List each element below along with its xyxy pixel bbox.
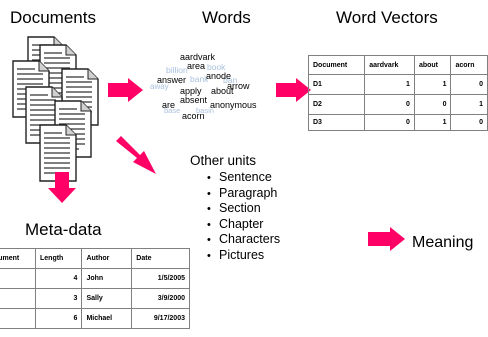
bullet-icon: • xyxy=(207,249,211,262)
table-cell: 1/5/2005 xyxy=(131,268,190,289)
table-cell: D2 xyxy=(307,94,366,115)
word-cloud-word: area xyxy=(187,61,206,71)
table-cell: 1 xyxy=(364,74,415,95)
list-item: • Characters xyxy=(207,232,280,248)
meta-data-header: Document xyxy=(0,248,36,269)
table-row: 4 John 1/5/2005 xyxy=(0,268,190,289)
list-item-label: Pictures xyxy=(219,247,265,262)
arrow-to-meaning xyxy=(368,227,405,251)
word-cloud-faded-word: ban xyxy=(223,75,238,85)
table-cell: 9/17/2003 xyxy=(131,308,190,329)
word-cloud-word: answer xyxy=(157,75,187,85)
documents-heading: Documents xyxy=(10,8,96,27)
words-heading: Words xyxy=(202,8,251,27)
word-cloud-faded-word: bank xyxy=(190,74,209,84)
word-cloud-faded-word: billion xyxy=(166,65,188,75)
meta-data-heading: Meta-data xyxy=(25,220,102,239)
list-item: • Sentence xyxy=(207,170,280,186)
table-row: D1 1 1 0 xyxy=(307,74,488,95)
word-cloud-faded-word: book xyxy=(207,62,226,72)
table-row: 3 Sally 3/9/2000 xyxy=(0,288,190,309)
list-item-label: Chapter xyxy=(219,216,264,231)
table-cell xyxy=(0,308,36,329)
table-row: D2 0 0 1 xyxy=(307,94,488,115)
word-vectors-header: Document xyxy=(307,55,366,75)
table-cell: D3 xyxy=(307,114,366,131)
table-cell: 0 xyxy=(413,94,452,115)
table-cell: 0 xyxy=(450,74,488,95)
bullet-icon: • xyxy=(207,234,211,246)
table-cell: 0 xyxy=(450,114,488,131)
bullet-icon: • xyxy=(207,203,211,215)
bullet-icon: • xyxy=(207,187,211,200)
meta-data-header: Length xyxy=(34,248,83,269)
table-cell xyxy=(0,268,36,289)
word-vectors-header: aardvark xyxy=(364,55,415,75)
list-item: • Pictures xyxy=(207,248,280,264)
meta-data-table: Document Length Author Date 4 John 1/5/2… xyxy=(0,248,190,329)
word-cloud-word: are xyxy=(162,100,176,110)
table-cell: 6 xyxy=(34,308,83,329)
meta-data-header: Author xyxy=(81,248,133,269)
other-units-list: • Sentence • Paragraph • Section • Chapter •… xyxy=(207,170,280,263)
word-cloud-word: aardvark xyxy=(180,52,216,62)
table-cell: John xyxy=(81,268,133,289)
word-vectors-header: acorn xyxy=(450,55,488,75)
meta-data-table-clip: Document Length Author Date 4 John 1/5/2… xyxy=(0,248,200,337)
table-cell: 4 xyxy=(34,268,83,289)
table-row: 6 Michael 9/17/2003 xyxy=(0,308,190,329)
arrow-words-to-vectors xyxy=(276,78,311,102)
arrow-to-other-units xyxy=(116,136,156,174)
bullet-icon: • xyxy=(207,172,211,184)
table-cell: 3 xyxy=(34,288,83,309)
table-row: D3 0 1 0 xyxy=(307,114,488,131)
list-item: • Paragraph xyxy=(207,186,280,202)
word-vectors-header: about xyxy=(413,55,452,75)
table-cell: 1 xyxy=(450,94,488,115)
word-cloud-faded-word: basin xyxy=(196,106,214,115)
word-cloud-word: about xyxy=(211,86,234,96)
table-cell: D1 xyxy=(307,74,366,95)
table-cell: 1 xyxy=(413,114,452,131)
table-cell: 1 xyxy=(413,74,452,95)
table-cell: Sally xyxy=(81,288,133,309)
word-cloud-word: apply xyxy=(180,86,202,96)
list-item: • Chapter xyxy=(207,217,280,233)
word-cloud-word: arrow xyxy=(227,81,250,91)
table-cell: 3/9/2000 xyxy=(131,288,190,309)
list-item-label: Section xyxy=(219,201,261,215)
word-cloud-word: anonymous xyxy=(210,100,257,110)
list-item-label: Sentence xyxy=(219,170,272,184)
table-cell: 0 xyxy=(364,94,415,115)
word-cloud-faded-word: base xyxy=(164,106,181,115)
table-cell xyxy=(0,288,36,309)
word-cloud-word: anode xyxy=(206,71,232,81)
table-cell: Michael xyxy=(81,308,133,329)
arrow-to-meta-data xyxy=(48,172,76,203)
list-item: • Section xyxy=(207,201,280,217)
table-cell: 0 xyxy=(364,114,415,131)
bullet-icon: • xyxy=(207,218,211,231)
word-cloud-word: absent xyxy=(180,95,208,105)
word-vectors-heading: Word Vectors xyxy=(336,8,438,27)
list-item-label: Characters xyxy=(219,232,281,246)
word-cloud-word: acorn xyxy=(182,111,205,121)
word-cloud-faded-word: away xyxy=(150,82,169,91)
meaning-heading: Meaning xyxy=(412,234,474,251)
word-vectors-table: Document aardvark about acorn D1 1 1 0 D… xyxy=(307,55,488,131)
arrow-documents-to-words xyxy=(108,78,143,102)
meta-data-header: Date xyxy=(131,248,190,269)
list-item-label: Paragraph xyxy=(219,185,278,200)
other-units-title: Other units xyxy=(190,153,257,168)
